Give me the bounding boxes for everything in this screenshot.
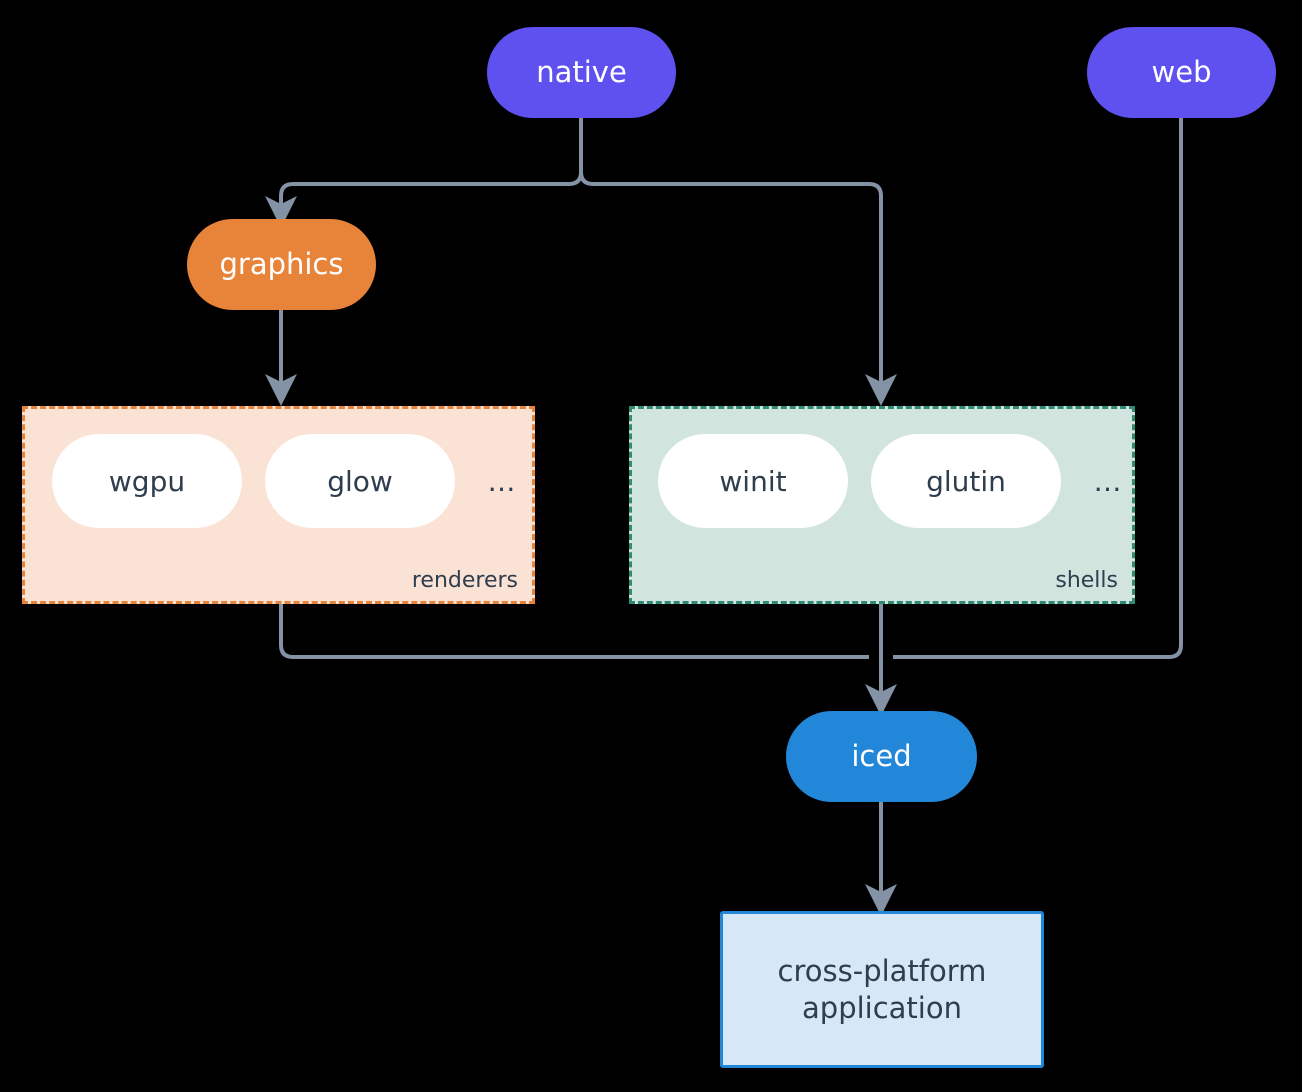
edge-renderers-to-iced — [279, 604, 869, 659]
group-shells: winit glutin … shells — [629, 406, 1135, 604]
node-application-label-line2: application — [802, 990, 962, 1025]
node-web[interactable]: web — [1087, 27, 1276, 118]
group-item-glow[interactable]: glow — [265, 434, 455, 528]
group-renderers: wgpu glow … renderers — [22, 406, 535, 604]
edge-native-to-graphics — [265, 118, 583, 228]
group-item-winit[interactable]: winit — [658, 434, 848, 528]
group-shells-label: shells — [1055, 568, 1118, 593]
group-item-wgpu-label: wgpu — [108, 464, 186, 498]
group-item-glow-label: glow — [327, 464, 393, 498]
group-item-winit-label: winit — [719, 464, 787, 498]
node-native[interactable]: native — [487, 27, 676, 118]
group-renderers-overflow-label: … — [487, 464, 517, 498]
group-renderers-label: renderers — [411, 568, 518, 593]
group-shells-overflow-ellipsis: … — [1083, 434, 1133, 528]
node-application-label-line1: cross-platform — [777, 954, 987, 989]
group-item-glutin[interactable]: glutin — [871, 434, 1061, 528]
node-graphics-label: graphics — [219, 247, 344, 282]
node-iced-label: iced — [851, 739, 912, 774]
node-graphics[interactable]: graphics — [187, 219, 376, 310]
group-renderers-overflow-ellipsis: … — [477, 434, 527, 528]
node-web-label: web — [1151, 55, 1212, 90]
node-application[interactable]: cross-platform application — [720, 911, 1044, 1068]
node-iced[interactable]: iced — [786, 711, 977, 802]
group-shells-overflow-label: … — [1093, 464, 1123, 498]
group-item-glutin-label: glutin — [926, 464, 1006, 498]
node-native-label: native — [536, 55, 627, 90]
edge-native-to-shells — [579, 118, 897, 406]
group-item-wgpu[interactable]: wgpu — [52, 434, 242, 528]
